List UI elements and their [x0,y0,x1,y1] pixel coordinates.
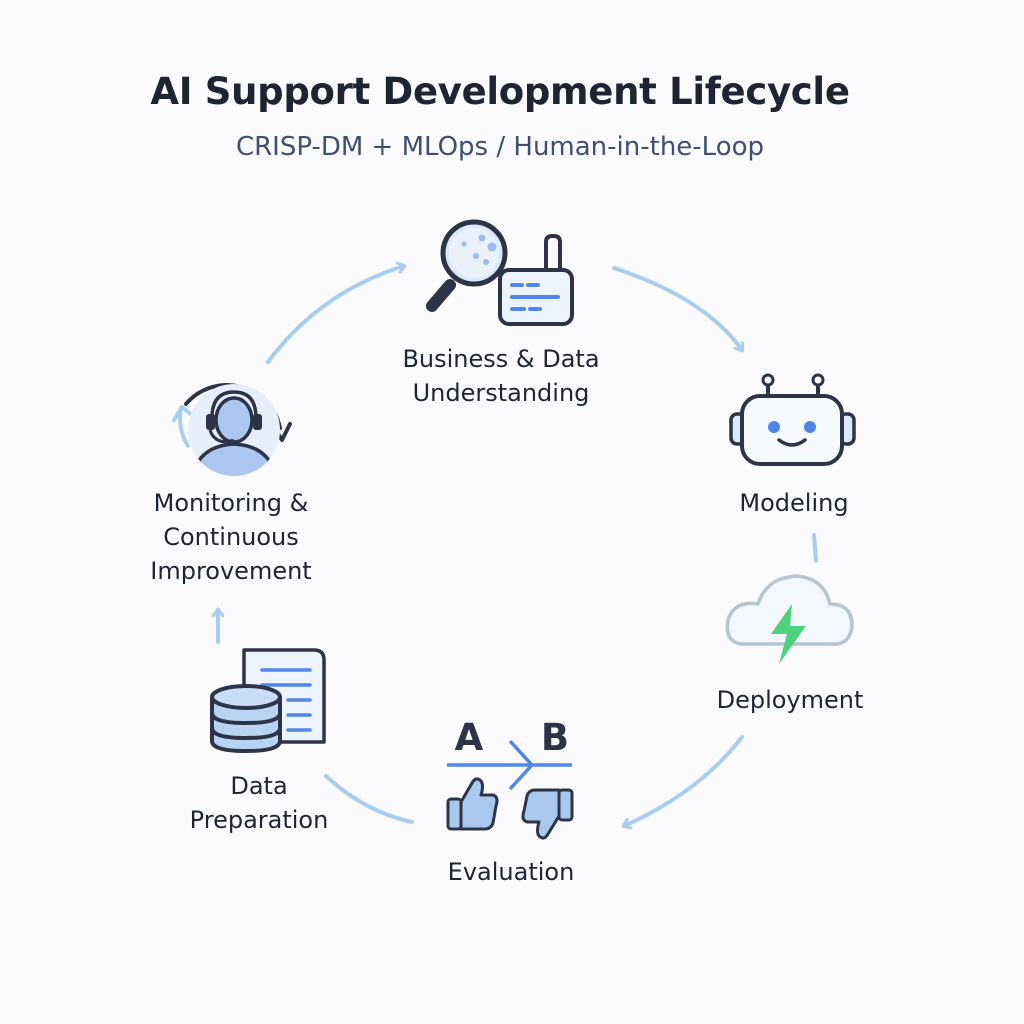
agent-headset-cycle-icon [172,383,292,476]
arrow-modeling-to-deployment [812,533,818,563]
database-document-icon [210,648,326,754]
stage-label-data-preparation: Data Preparation [164,769,354,837]
stage-label-line: Modeling [739,489,849,517]
ab-label-b: B [541,716,569,759]
stage-label-evaluation: Evaluation [421,855,601,889]
stage-label-line: Improvement [150,557,312,585]
arrow-business-to-modeling [612,266,742,350]
stage-label-modeling: Modeling [714,486,874,520]
stage-label-line: Deployment [716,686,864,714]
magnifier-dashboard-icon [426,219,574,326]
arrow-monitoring-to-business [266,266,404,364]
stage-label-line: Monitoring & [153,489,309,517]
stage-label-line: Evaluation [447,858,575,886]
ab-test-thumbs-icon: A B [446,716,574,840]
diagram-title: AI Support Development Lifecycle [150,70,850,113]
stage-label-line: Data [230,772,288,800]
stage-label-monitoring-continuous-improvement: Monitoring & Continuous Improvement [119,486,343,588]
robot-icon [729,373,856,466]
stage-label-line: Preparation [189,806,329,834]
cloud-lightning-icon [725,574,854,664]
diagram-subtitle: CRISP-DM + MLOps / Human-in-the-Loop [235,132,765,162]
thumbs-down-icon [521,788,574,840]
thumbs-up-icon [446,777,499,831]
stage-label-deployment: Deployment [700,683,880,717]
arrow-deployment-to-evaluation [624,735,744,826]
ab-label-a: A [455,716,484,759]
stage-label-business-data-understanding: Business & Data Understanding [371,342,631,410]
stage-label-line: Business & Data [402,345,600,373]
stage-label-line: Understanding [412,379,590,407]
stage-label-line: Continuous [163,523,299,551]
arrow-evaluation-to-preparation [324,774,414,824]
